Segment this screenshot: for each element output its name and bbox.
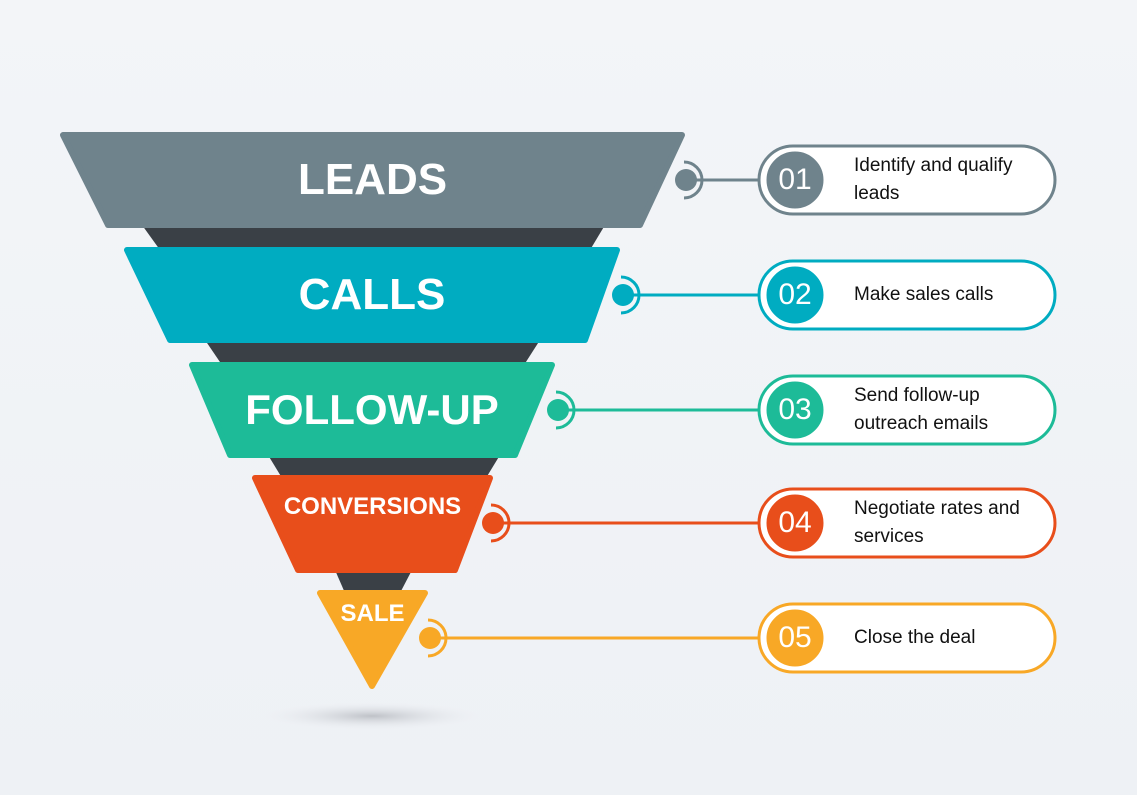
step-number: 01 [778, 163, 812, 196]
funnel-shadow [262, 702, 482, 730]
funnel-stage-leads [60, 132, 685, 228]
step-description: Make sales calls [848, 279, 1032, 311]
step-description: Identify and qualify leads [848, 150, 1032, 210]
funnel-stage-conversions [252, 475, 493, 573]
step-description: Send follow-up outreach emails [848, 380, 1032, 440]
funnel-connector [205, 340, 540, 365]
step-description: Close the deal [848, 622, 1032, 654]
step-number: 04 [778, 506, 812, 539]
step-number-badge [763, 491, 827, 555]
step-number-badge [763, 263, 827, 327]
node-arc-icon [490, 503, 511, 543]
step-description: Negotiate rates and services [848, 493, 1032, 553]
node-dot-icon [547, 399, 569, 421]
step-number: 02 [778, 278, 812, 311]
node-arc-icon [683, 160, 704, 200]
step-number-badge [763, 148, 827, 212]
node-arc-icon [555, 390, 576, 430]
node-arc-icon [620, 275, 641, 315]
stage-label: CONVERSIONS [283, 493, 462, 520]
node-dot-icon [482, 512, 504, 534]
stage-label: LEADS [297, 155, 448, 204]
funnel-stage-sale [317, 590, 428, 689]
step-number: 03 [778, 393, 812, 426]
funnel-connector [335, 570, 412, 593]
funnel-connector [268, 455, 500, 478]
funnel-stage-calls [124, 247, 620, 343]
funnel-connector [142, 225, 605, 250]
stage-label: FOLLOW-UP [245, 386, 499, 433]
stage-label: CALLS [298, 270, 446, 319]
node-dot-icon [675, 169, 697, 191]
step-number-badge [763, 378, 827, 442]
stage-label: SALE [340, 600, 405, 627]
node-arc-icon [427, 618, 448, 658]
step-number-badge [763, 606, 827, 670]
step-number: 05 [778, 621, 812, 654]
node-dot-icon [612, 284, 634, 306]
node-dot-icon [419, 627, 441, 649]
funnel-stage-follow-up [189, 362, 555, 458]
